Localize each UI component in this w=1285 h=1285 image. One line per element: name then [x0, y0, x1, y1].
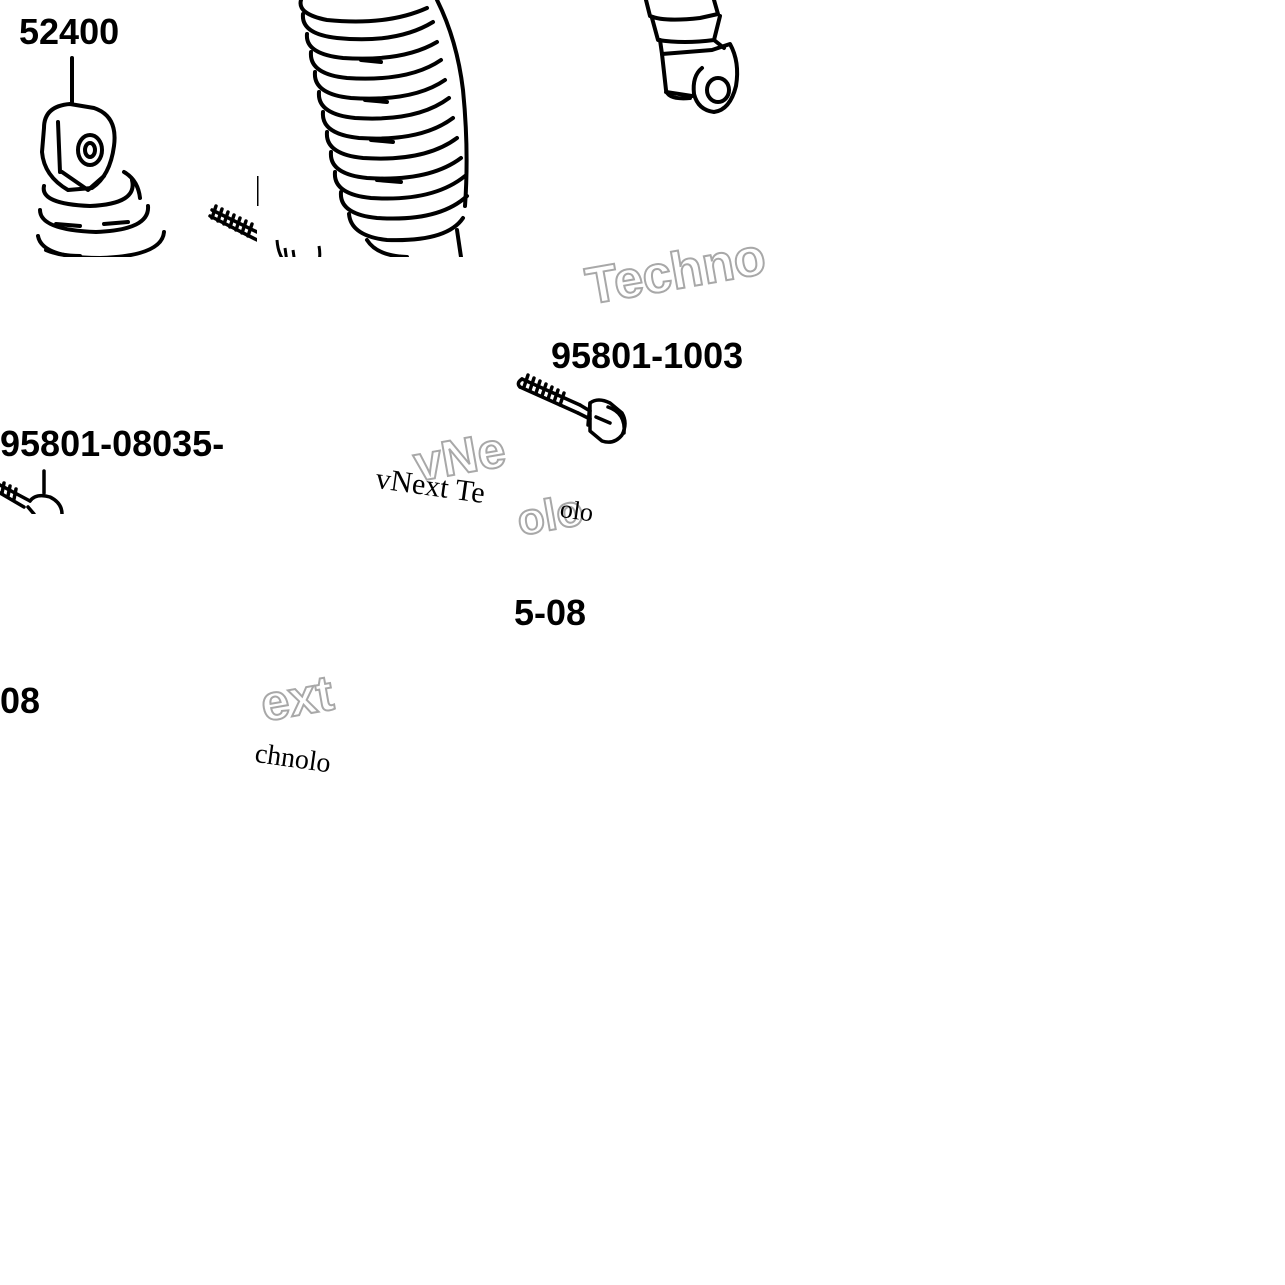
tile-clevis-mount: [514, 0, 771, 257]
bolt-left-drawing: [0, 469, 64, 514]
clip-left-label: [257, 420, 297, 470]
shock-absorber-drawing: [36, 56, 257, 257]
watermark-ext: ext: [255, 663, 338, 733]
mask-center-bottom: [514, 514, 614, 574]
part-label-52400: 52400: [19, 11, 120, 52]
coil-spring-drawing: [257, 0, 469, 257]
bolt-right-drawing: [516, 373, 627, 444]
watermark-chnolo: chnolo: [252, 738, 333, 780]
part-label-95801-1003: 95801-1003: [551, 335, 744, 376]
tile-shock-absorber-top: [0, 0, 257, 257]
tile-bolt-right: [514, 257, 771, 514]
part-label-suffix-5-08: 5-08: [514, 592, 587, 633]
part-label-95801-08035: 95801-08035-: [0, 423, 225, 464]
part-label-suffix-08: 08: [0, 680, 41, 721]
tile-watermark-center: [257, 257, 514, 514]
tile-coil-spring: [257, 0, 514, 257]
clip-right: [771, 0, 1285, 380]
tile-bolt-left: [0, 257, 257, 514]
clevis-mount-drawing: [644, 0, 740, 114]
